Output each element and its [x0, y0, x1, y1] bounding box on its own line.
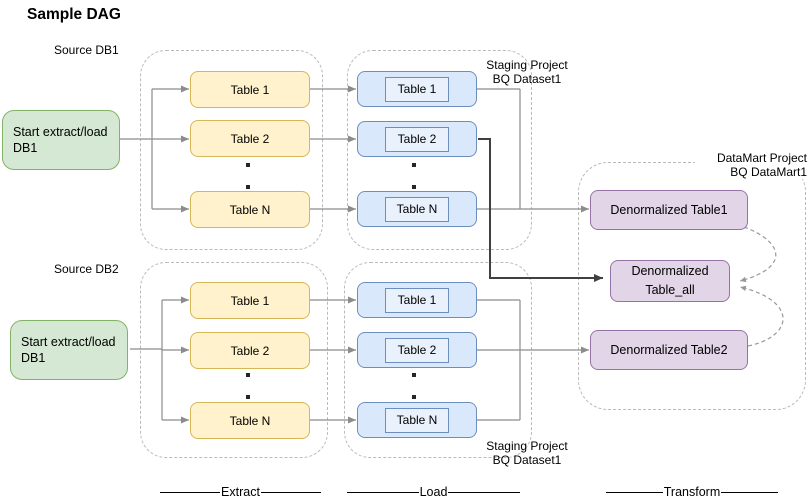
extract-group-db1	[140, 50, 323, 250]
datamart-project-label: DataMart Project BQ DataMart1	[695, 151, 807, 179]
stage-line	[606, 491, 663, 493]
stage-text: Load	[419, 485, 448, 499]
source-db1-label: Source DB1	[54, 43, 119, 57]
source-db2-label: Source DB2	[54, 262, 119, 276]
stage-line	[721, 491, 778, 493]
staging-label-line2: BQ Dataset1	[492, 71, 562, 86]
stage-line	[448, 491, 520, 493]
load-table-node: Table 2	[357, 121, 477, 157]
start-node-db1: Start extract/load DB1	[2, 110, 120, 170]
extract-table-node: Table N	[190, 191, 310, 228]
stage-line	[347, 491, 419, 493]
datamart-label-line1: DataMart Project	[716, 151, 807, 165]
load-group-db2	[344, 262, 532, 458]
staging-label-line1: Staging Project	[486, 439, 568, 453]
start-node-db2: Start extract/load DB1	[10, 320, 128, 380]
ellipsis-dot	[246, 185, 250, 189]
datamart-group	[578, 162, 806, 410]
load-table-node: Table 1	[357, 71, 477, 107]
load-table-inner-box: Table 2	[385, 126, 449, 152]
ellipsis-dot	[412, 373, 416, 377]
table-all-line2: Table_all	[645, 283, 695, 297]
extract-table-node: Table N	[190, 402, 310, 439]
denormalized-table1-node: Denormalized Table1	[590, 190, 748, 230]
denormalized-table-all-node: Denormalized Table_all	[610, 260, 730, 302]
load-table-node: Table 1	[357, 282, 477, 318]
table-all-line1: Denormalized	[631, 264, 709, 278]
start-node-line2: DB1	[13, 141, 38, 155]
ellipsis-dot	[246, 373, 250, 377]
load-table-node: Table 2	[357, 332, 477, 368]
load-table-inner-box: Table 1	[385, 76, 449, 102]
extract-table-node: Table 1	[190, 71, 310, 108]
staging-project-label-db2: Staging Project BQ Dataset1	[477, 439, 577, 467]
stage-label-load: Load	[347, 485, 520, 499]
extract-group-db2	[140, 262, 328, 458]
load-table-node: Table N	[357, 402, 477, 438]
stage-line	[260, 491, 321, 493]
extract-table-node: Table 1	[190, 282, 310, 319]
extract-table-node: Table 2	[190, 332, 310, 369]
load-table-inner-box: Table N	[385, 196, 449, 222]
datamart-label-line2: BQ DataMart1	[730, 164, 807, 179]
load-table-node: Table N	[357, 191, 477, 227]
load-table-inner-box: Table 2	[385, 337, 449, 363]
ellipsis-dot	[246, 163, 250, 167]
stage-line	[160, 491, 221, 493]
stage-text: Transform	[663, 485, 721, 499]
load-table-inner-box: Table 1	[385, 287, 449, 313]
extract-table-node: Table 2	[190, 120, 310, 157]
diagram-title: Sample DAG	[27, 6, 121, 23]
ellipsis-dot	[412, 185, 416, 189]
staging-project-label-db1: Staging Project BQ Dataset1	[477, 58, 577, 86]
stage-text: Extract	[221, 485, 260, 499]
ellipsis-dot	[246, 395, 250, 399]
load-table-inner-box: Table N	[385, 407, 449, 433]
ellipsis-dot	[412, 163, 416, 167]
stage-label-extract: Extract	[160, 485, 321, 499]
start-node-line1: Start extract/load	[13, 125, 108, 139]
ellipsis-dot	[412, 395, 416, 399]
staging-label-line1: Staging Project	[486, 58, 568, 72]
denormalized-table2-node: Denormalized Table2	[590, 330, 748, 370]
staging-label-line2: BQ Dataset1	[492, 452, 562, 467]
stage-label-transform: Transform	[606, 485, 778, 499]
start-node-line1: Start extract/load	[21, 335, 116, 349]
start-node-line2: DB1	[21, 351, 46, 365]
